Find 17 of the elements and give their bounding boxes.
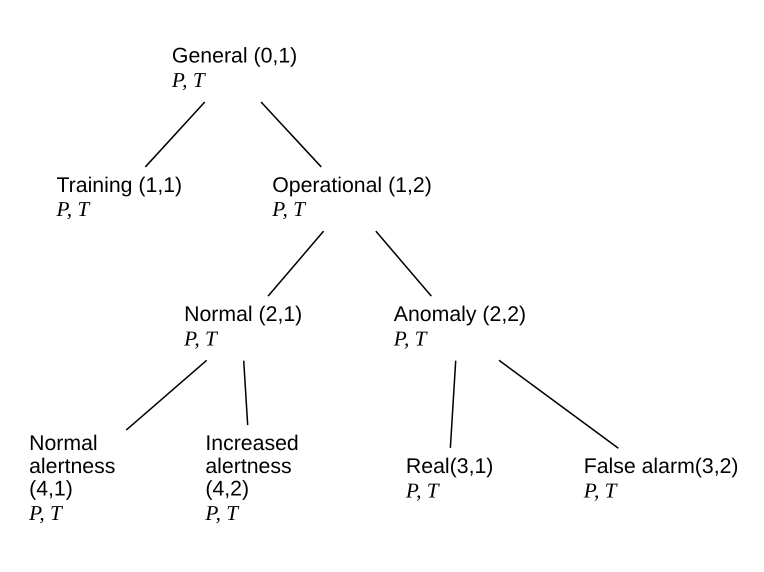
node-text: Normal alertness (4,1) P, T — [29, 430, 116, 525]
node-text: Real(3,1) P, T — [406, 453, 494, 502]
connector — [144, 101, 206, 167]
connector — [375, 230, 432, 296]
node-text: Increased alertness (4,2) P, T — [205, 430, 299, 525]
node-text: Normal (2,1) P, T — [184, 301, 302, 350]
connector — [498, 359, 619, 448]
node-text: General (0,1) P, T — [172, 43, 298, 92]
connector — [268, 230, 324, 296]
node-text: Anomaly (2,2) P, T — [394, 301, 526, 350]
node-text: Training (1,1) P, T — [56, 172, 182, 221]
connector — [260, 101, 322, 167]
connector — [242, 360, 248, 425]
connector — [450, 360, 456, 448]
node-text: False alarm(3,2) P, T — [584, 453, 739, 502]
connector — [126, 359, 208, 430]
node-text: Operational (1,2) P, T — [272, 172, 432, 221]
